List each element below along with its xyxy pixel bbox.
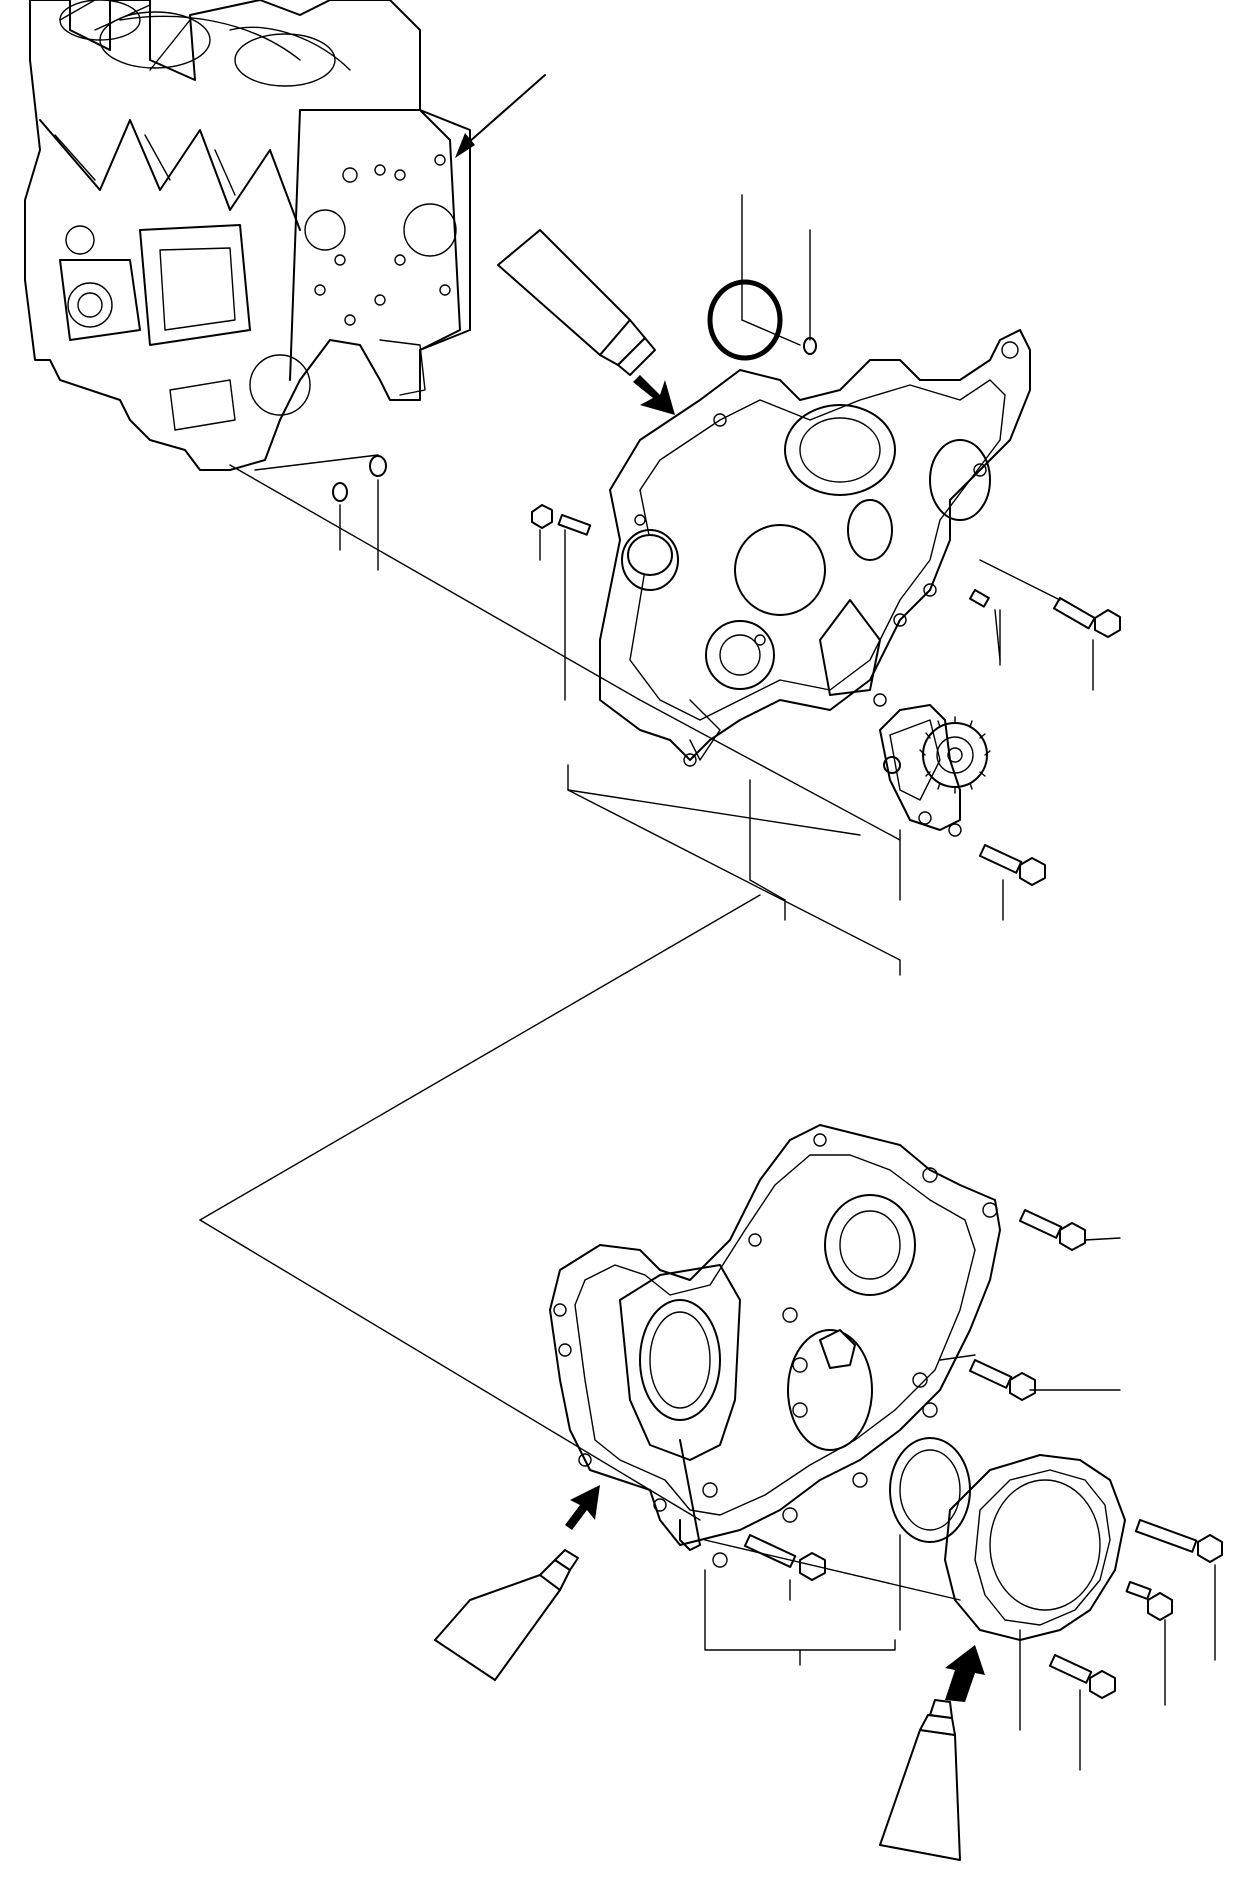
cover-bolts — [743, 1209, 1223, 1771]
bolt-oil-pump — [978, 843, 1046, 921]
bolt-housing-right — [979, 559, 1121, 691]
sealant-tube-lower-right — [879, 1699, 961, 1861]
o-ring-large — [707, 194, 801, 361]
arrow-lower-right — [945, 1645, 985, 1702]
arrow-lower-left — [565, 1485, 600, 1530]
timing-gear-housing — [599, 329, 1031, 767]
sealant-tube-lower-left — [434, 1549, 579, 1681]
stud-and-nut — [531, 504, 592, 701]
dowel-pin — [969, 589, 1001, 666]
o-ring-small — [803, 229, 817, 355]
oil-seal-ring — [889, 1437, 971, 1631]
gear-case-cover — [549, 1124, 1001, 1568]
engine-block — [24, 0, 471, 471]
arrow-upper — [633, 375, 675, 415]
assembly-leader-lines — [199, 464, 901, 1521]
oil-pump — [879, 704, 991, 901]
octagon-cover-plate — [944, 1454, 1126, 1731]
sealant-tube-upper — [497, 229, 656, 376]
o-ring-pair — [254, 454, 387, 571]
leader-arrow — [455, 74, 546, 158]
bottom-leader-bracket — [704, 1539, 961, 1666]
